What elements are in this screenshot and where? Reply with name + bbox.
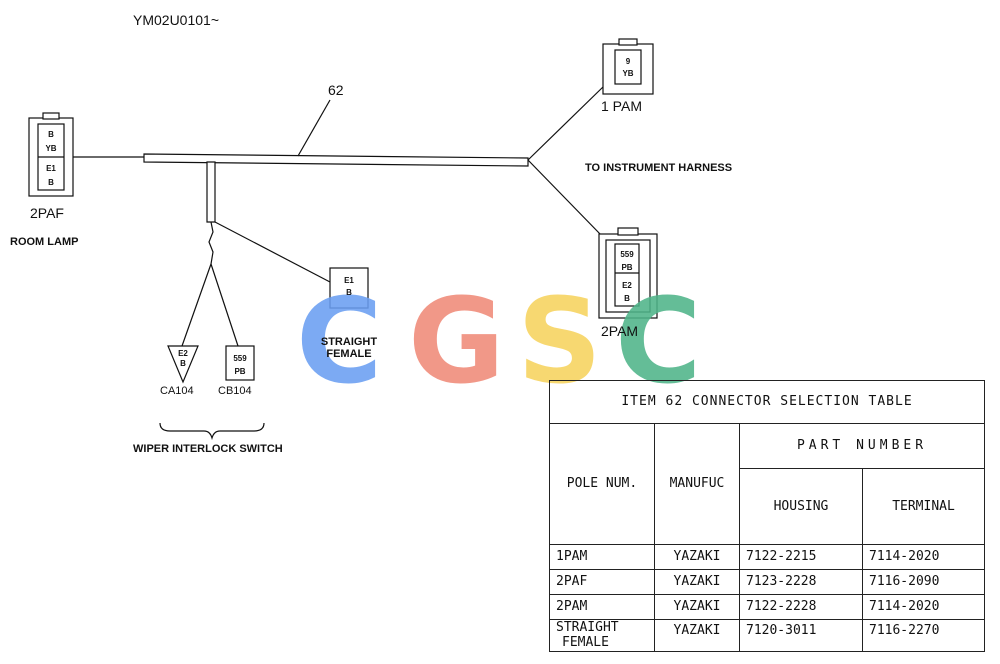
cb104-pins: 559 PB bbox=[233, 354, 247, 376]
connector-2pam bbox=[598, 227, 658, 319]
pole-cell: 1PAM bbox=[549, 543, 655, 570]
connector-cb104 bbox=[225, 345, 255, 381]
pam1-pins: 9 YB bbox=[622, 57, 634, 78]
table-row: 2PAF YAZAKI 7123-2228 7116-2090 bbox=[549, 568, 985, 595]
terminal-cell: 7114-2020 bbox=[862, 593, 985, 620]
pam2-name: 2PAM bbox=[601, 323, 639, 339]
connector-ca104 bbox=[167, 345, 199, 384]
wire-cb104 bbox=[210, 263, 239, 347]
item-number-label: 62 bbox=[328, 82, 344, 98]
wiper-switch-label: WIPER INTERLOCK SWITCH bbox=[133, 443, 283, 455]
connector-2paf bbox=[28, 112, 74, 197]
room-lamp-connector-name: 2PAF bbox=[30, 205, 64, 221]
manufacturer-cell: YAZAKI bbox=[654, 593, 740, 620]
watermark-letter-g: G bbox=[408, 272, 505, 410]
terminal-cell: 7116-2270 bbox=[862, 618, 985, 653]
pole-cell: 2PAM bbox=[549, 593, 655, 620]
table-row: 2PAM YAZAKI 7122-2228 7114-2020 bbox=[549, 593, 985, 620]
pam1-name: 1 PAM bbox=[601, 98, 642, 114]
header-housing: HOUSING bbox=[739, 467, 863, 545]
header-manufacturer: MANUFUC bbox=[654, 422, 740, 545]
header-part-number: PART NUMBER bbox=[739, 422, 985, 469]
table-row: 1PAM YAZAKI 7122-2215 7114-2020 bbox=[549, 543, 985, 570]
pole-cell: 2PAF bbox=[549, 568, 655, 595]
manufacturer-cell: YAZAKI bbox=[654, 568, 740, 595]
housing-cell: 7120-3011 bbox=[739, 618, 863, 653]
straight-female-name: STRAIGHT FEMALE bbox=[320, 336, 378, 360]
cb104-name: CB104 bbox=[218, 385, 252, 397]
straight-pins: E1 B bbox=[344, 276, 354, 297]
wire-1pam bbox=[527, 85, 605, 161]
pam2-pins: 559 PB E2 B bbox=[620, 250, 634, 303]
watermark-letter-c: C bbox=[296, 272, 383, 410]
harness-trunk bbox=[143, 153, 529, 167]
ca104-pins: E2 B bbox=[178, 349, 188, 368]
room-lamp-label: ROOM LAMP bbox=[10, 236, 79, 248]
manufacturer-cell: YAZAKI bbox=[654, 543, 740, 570]
manufacturer-cell: YAZAKI bbox=[654, 618, 740, 653]
table-row: STRAIGHT FEMALE YAZAKI 7120-3011 7116-22… bbox=[549, 618, 985, 653]
instrument-harness-label: TO INSTRUMENT HARNESS bbox=[585, 162, 733, 174]
housing-cell: 7122-2228 bbox=[739, 593, 863, 620]
leader-62 bbox=[297, 99, 331, 157]
connector-1pam bbox=[602, 38, 654, 95]
terminal-cell: 7114-2020 bbox=[862, 543, 985, 570]
wiper-brace bbox=[159, 422, 265, 441]
table-title: ITEM 62 CONNECTOR SELECTION TABLE bbox=[549, 380, 985, 424]
header-terminal: TERMINAL bbox=[862, 467, 985, 545]
header-pole-num: POLE NUM. bbox=[549, 422, 655, 545]
housing-cell: 7122-2215 bbox=[739, 543, 863, 570]
connector-straight-female bbox=[329, 267, 369, 309]
ca104-name: CA104 bbox=[160, 385, 194, 397]
twisted-wire bbox=[208, 221, 214, 265]
harness-branch bbox=[206, 161, 216, 223]
terminal-cell: 7116-2090 bbox=[862, 568, 985, 595]
connector-selection-table: ITEM 62 CONNECTOR SELECTION TABLE POLE N… bbox=[549, 380, 985, 653]
wire-straight bbox=[214, 221, 331, 283]
wire-2pam bbox=[527, 159, 603, 237]
wire-ca104 bbox=[181, 263, 212, 347]
room-lamp-pins: B YB E1 B bbox=[45, 130, 57, 187]
housing-cell: 7123-2228 bbox=[739, 568, 863, 595]
pole-cell: STRAIGHT FEMALE bbox=[549, 618, 655, 653]
diagram-code: YM02U0101~ bbox=[133, 12, 220, 28]
